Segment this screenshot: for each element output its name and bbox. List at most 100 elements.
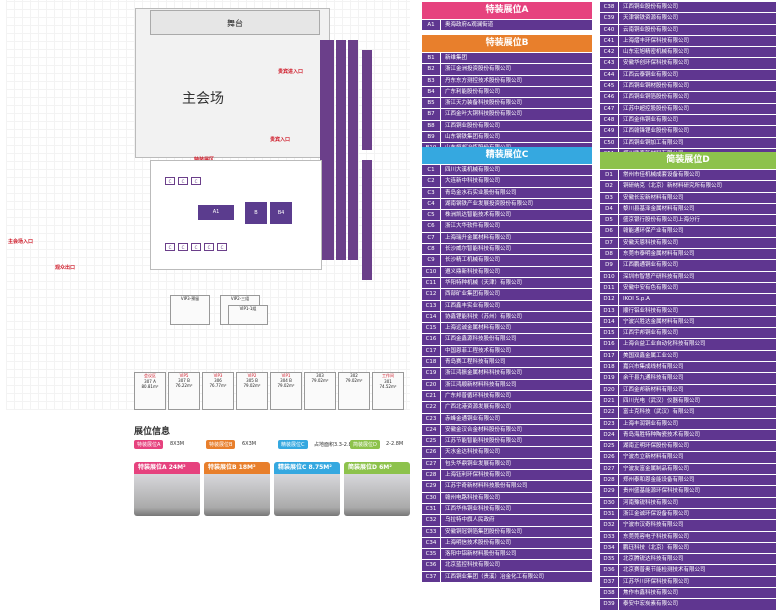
company-name: 上海合益工业自动化科技有限公司 xyxy=(619,339,776,350)
company-name: 安徽铜冠铜箔集团股份有限公司 xyxy=(441,526,592,537)
booth-code: C23 xyxy=(422,413,440,424)
booth-code: D39 xyxy=(600,599,618,610)
company-name: 浙江鸿振金属材料科技有限公司 xyxy=(441,368,592,379)
company-name: 长沙精工机械有限公司 xyxy=(441,255,592,266)
booth-code: D29 xyxy=(600,486,618,497)
booth-code: C31 xyxy=(422,503,440,515)
booth-code: C22 xyxy=(422,402,440,413)
booth-code: D32 xyxy=(600,520,618,531)
company-name: 湖南正明环保股份有限公司 xyxy=(619,441,776,452)
company-name: 常州市佳机械成套设备有限公司 xyxy=(619,170,776,181)
company-name: 江西铜业铜加工有限公司 xyxy=(619,137,776,148)
booth-hall xyxy=(150,160,322,270)
meeting-room-room: 304 B xyxy=(280,378,292,383)
legend-tag: 精装展位C xyxy=(278,440,308,449)
company-name: 江苏华川环保科技有限公司 xyxy=(619,576,776,587)
meeting-room-area: 79.02m² xyxy=(277,383,295,388)
booth-code: C21 xyxy=(422,390,440,402)
company-name: 中国恩菲工程技术有限公司 xyxy=(441,345,592,357)
booth-code: C27 xyxy=(422,458,440,470)
company-name: 赣州电路科技有限公司 xyxy=(441,492,592,503)
company-name: 鹏珏科技（北京）有限公司 xyxy=(619,542,776,554)
company-name: 浙江天力装备科技股份有限公司 xyxy=(441,98,592,109)
booth-code: C38 xyxy=(600,2,618,13)
company-name: 安徽天恩科技有限公司 xyxy=(619,237,776,249)
panel-a-title: 特装展位A xyxy=(422,2,592,19)
meeting-room-room: 307 A xyxy=(144,379,156,384)
company-name: 郑州泰和恩金能设备有限公司 xyxy=(619,475,776,486)
booth-code: D36 xyxy=(600,565,618,576)
thumbnail-label: 特装展位B 18M² xyxy=(204,462,270,474)
booth-C: C xyxy=(165,243,175,251)
booth-code: C37 xyxy=(422,571,440,582)
booth-code: C14 xyxy=(422,311,440,323)
booth-code: D8 xyxy=(600,249,618,260)
company-name: 嘉兴市集成线材有限公司 xyxy=(619,362,776,373)
booth-code: B9 xyxy=(422,132,440,143)
booth-column xyxy=(362,50,372,150)
booth-code: C16 xyxy=(422,334,440,345)
company-name: 盛京银行股份有限公司上海分行 xyxy=(619,215,776,226)
company-name: 青岛赛工程科技有限公司 xyxy=(441,357,592,368)
booth-code: D10 xyxy=(600,271,618,282)
booth-code: D35 xyxy=(600,554,618,565)
company-name: 山东钢铁集团有限公司 xyxy=(441,132,592,143)
company-name: 上海远诚金属材料有限公司 xyxy=(441,323,592,334)
company-name: 丹东东方测控技术股份有限公司 xyxy=(441,75,592,86)
booth-C: C xyxy=(165,177,175,185)
company-name: 东莞市泰明金属材料有限公司 xyxy=(619,249,776,260)
company-name: 江西铜业铜材股份有限公司 xyxy=(619,81,776,92)
company-name: 四川光电（武汉）仪器有限公司 xyxy=(619,395,776,407)
booth-column xyxy=(362,160,372,280)
legend-size: 占地面积3.3-2.8M xyxy=(314,442,357,448)
company-name: 安徽金汉合金材料股份有限公司 xyxy=(441,424,592,436)
booth-C: C xyxy=(178,243,188,251)
meeting-room-area: 76.77m² xyxy=(209,383,227,388)
booth-code: D5 xyxy=(600,215,618,226)
booth-code: C24 xyxy=(422,424,440,436)
company-name: 宁波杰立新材料有限公司 xyxy=(619,452,776,463)
company-name: 东莞莞容电子科技有限公司 xyxy=(619,531,776,542)
company-name: 青岛金水石实业股份有限公司 xyxy=(441,187,592,198)
booth-code: C48 xyxy=(600,114,618,126)
panelD-title: 简装展位D xyxy=(600,152,776,169)
company-name: 云南铜业股份有限公司 xyxy=(619,24,776,35)
booth-code: C35 xyxy=(422,549,440,560)
company-name: 江西鑫丰实业有限公司 xyxy=(441,300,592,311)
booth-code: D12 xyxy=(600,294,618,305)
company-name: 江西金鑫源科技股份有限公司 xyxy=(441,334,592,345)
vip-room-label: VIP2-三组 xyxy=(230,296,250,301)
booth-code: C25 xyxy=(422,436,440,447)
booth-column xyxy=(320,40,334,260)
booth-code: C2 xyxy=(422,176,440,187)
booth-code: C43 xyxy=(600,58,618,69)
meeting-room-room: 307 B xyxy=(178,378,190,383)
booth-code: D23 xyxy=(600,418,618,429)
booth-code: D15 xyxy=(600,328,618,339)
meeting-room-label: 工作间 xyxy=(382,373,394,378)
company-name: 上海瑞升金属材料有限公司 xyxy=(441,232,592,244)
company-name: 上海丰润铜业有限公司 xyxy=(619,418,776,429)
